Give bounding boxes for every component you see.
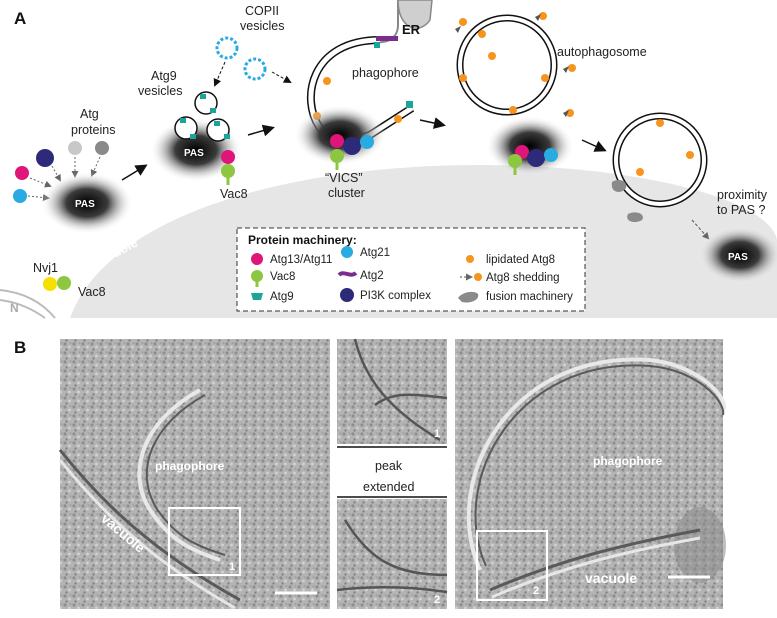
copii-vesicle	[215, 36, 239, 60]
vac8-label: Vac8	[220, 187, 248, 201]
pas-label-2: PAS	[184, 148, 204, 159]
legend-swatch-pi3k	[340, 288, 354, 302]
panel-b-letter: B	[14, 338, 26, 357]
right-vacuole-label: vacuole	[585, 570, 637, 586]
roi-box-1	[168, 507, 241, 576]
er-label: ER	[402, 22, 421, 37]
legend-label: Atg8 shedding	[486, 272, 560, 284]
legend-label: PI3K complex	[360, 290, 431, 302]
gray-protein	[95, 141, 109, 155]
legend-label: Atg13/Atg11	[270, 254, 332, 266]
atg2-protein	[376, 36, 398, 41]
nucleus-label: N	[10, 301, 19, 315]
er-membrane	[397, 0, 433, 29]
proximity-label-2: to PAS ?	[717, 203, 765, 217]
roi-box-2	[476, 530, 548, 601]
pas-cloud	[486, 116, 574, 176]
pi3k-protein	[36, 149, 54, 167]
pas-cloud	[41, 172, 133, 234]
legend-swatch-vac8	[251, 270, 263, 282]
vics-label-2: cluster	[328, 186, 365, 200]
inset-top: 1	[337, 338, 448, 444]
arrow	[581, 139, 607, 152]
panel-a-letter: A	[14, 9, 26, 28]
atg13-protein	[221, 150, 235, 164]
legend-box	[236, 227, 586, 312]
legend-swatch-atg2	[337, 271, 358, 277]
stage-2: Atg9 vesicles COPII vesicles PAS Vac8	[138, 4, 292, 201]
legend-swatch-atg13	[251, 253, 263, 265]
phagophore-label: phagophore	[352, 66, 419, 80]
legend-swatch-fusion	[458, 291, 479, 303]
pas-label-3: PAS	[728, 252, 748, 263]
atg13-protein	[15, 166, 29, 180]
vac8-protein-nvj	[57, 276, 71, 290]
stage-4: autophagosome	[455, 12, 647, 176]
arrow	[419, 117, 446, 129]
nvj1-label: Nvj1	[33, 261, 58, 275]
atg9-vesicles-label-2: vesicles	[138, 84, 182, 98]
fusion-machinery	[611, 180, 627, 192]
inset-bottom-num: 2	[434, 594, 440, 606]
roi-box-1-num: 1	[229, 561, 235, 573]
roi-box-2-num: 2	[533, 585, 539, 597]
pas-label: PAS	[75, 199, 95, 210]
legend-title: Protein machinery:	[248, 233, 357, 247]
extended-label: extended	[363, 480, 414, 494]
legend-label: Atg2	[360, 270, 384, 282]
stage-5: proximity to PAS ? PAS	[611, 112, 777, 284]
atg21-protein	[13, 189, 27, 203]
peak-label: peak	[375, 459, 403, 473]
atg9-vesicles-label-1: Atg9	[151, 69, 177, 83]
copii-vesicle	[243, 57, 267, 81]
legend-swatch-atg21	[341, 246, 353, 258]
fusion-machinery	[627, 212, 643, 222]
stage-3: ER phagophore “VICS” cluster	[294, 0, 433, 200]
legend-label: Vac8	[270, 271, 295, 283]
legend-swatch-atg8-shedding	[474, 273, 482, 281]
nvj1-protein	[43, 277, 57, 291]
autophagosome-label: autophagosome	[557, 45, 647, 59]
pas-cloud	[698, 226, 777, 284]
inset-bottom: 2	[336, 499, 448, 609]
legend: Protein machinery: Atg13/Atg11 Vac8 Atg9…	[236, 227, 586, 312]
legend-swatch-atg9	[251, 293, 263, 300]
stage-1: Atg proteins PAS	[13, 107, 133, 234]
tomogram-left: 1 phagophore vacuole	[58, 339, 330, 610]
atg9-vesicle	[206, 118, 230, 142]
atg-proteins-label-1: Atg	[80, 107, 99, 121]
arrow	[121, 164, 148, 181]
vac8-nvj-label: Vac8	[78, 285, 106, 299]
nucleus: N	[0, 289, 56, 319]
vac8-protein	[221, 164, 235, 178]
right-phagophore-label: phagophore	[593, 454, 663, 468]
left-phagophore-label: phagophore	[155, 459, 225, 473]
legend-swatch-lipidated-atg8	[466, 255, 474, 263]
gray-protein	[68, 141, 82, 155]
tomogram-right: 2 phagophore vacuole	[455, 339, 726, 609]
vics-label-1: “VICS”	[325, 171, 363, 185]
copii-label-2: vesicles	[240, 19, 284, 33]
inset-top-num: 1	[434, 428, 440, 440]
legend-label: Atg9	[270, 291, 294, 303]
copii-label-1: COPII	[245, 4, 279, 18]
legend-label: lipidated Atg8	[486, 254, 555, 266]
proximity-label-1: proximity	[717, 188, 768, 202]
arrow	[247, 124, 275, 137]
legend-label: Atg21	[360, 247, 390, 259]
legend-label: fusion machinery	[486, 291, 573, 303]
atg-proteins-label-2: proteins	[71, 123, 115, 137]
